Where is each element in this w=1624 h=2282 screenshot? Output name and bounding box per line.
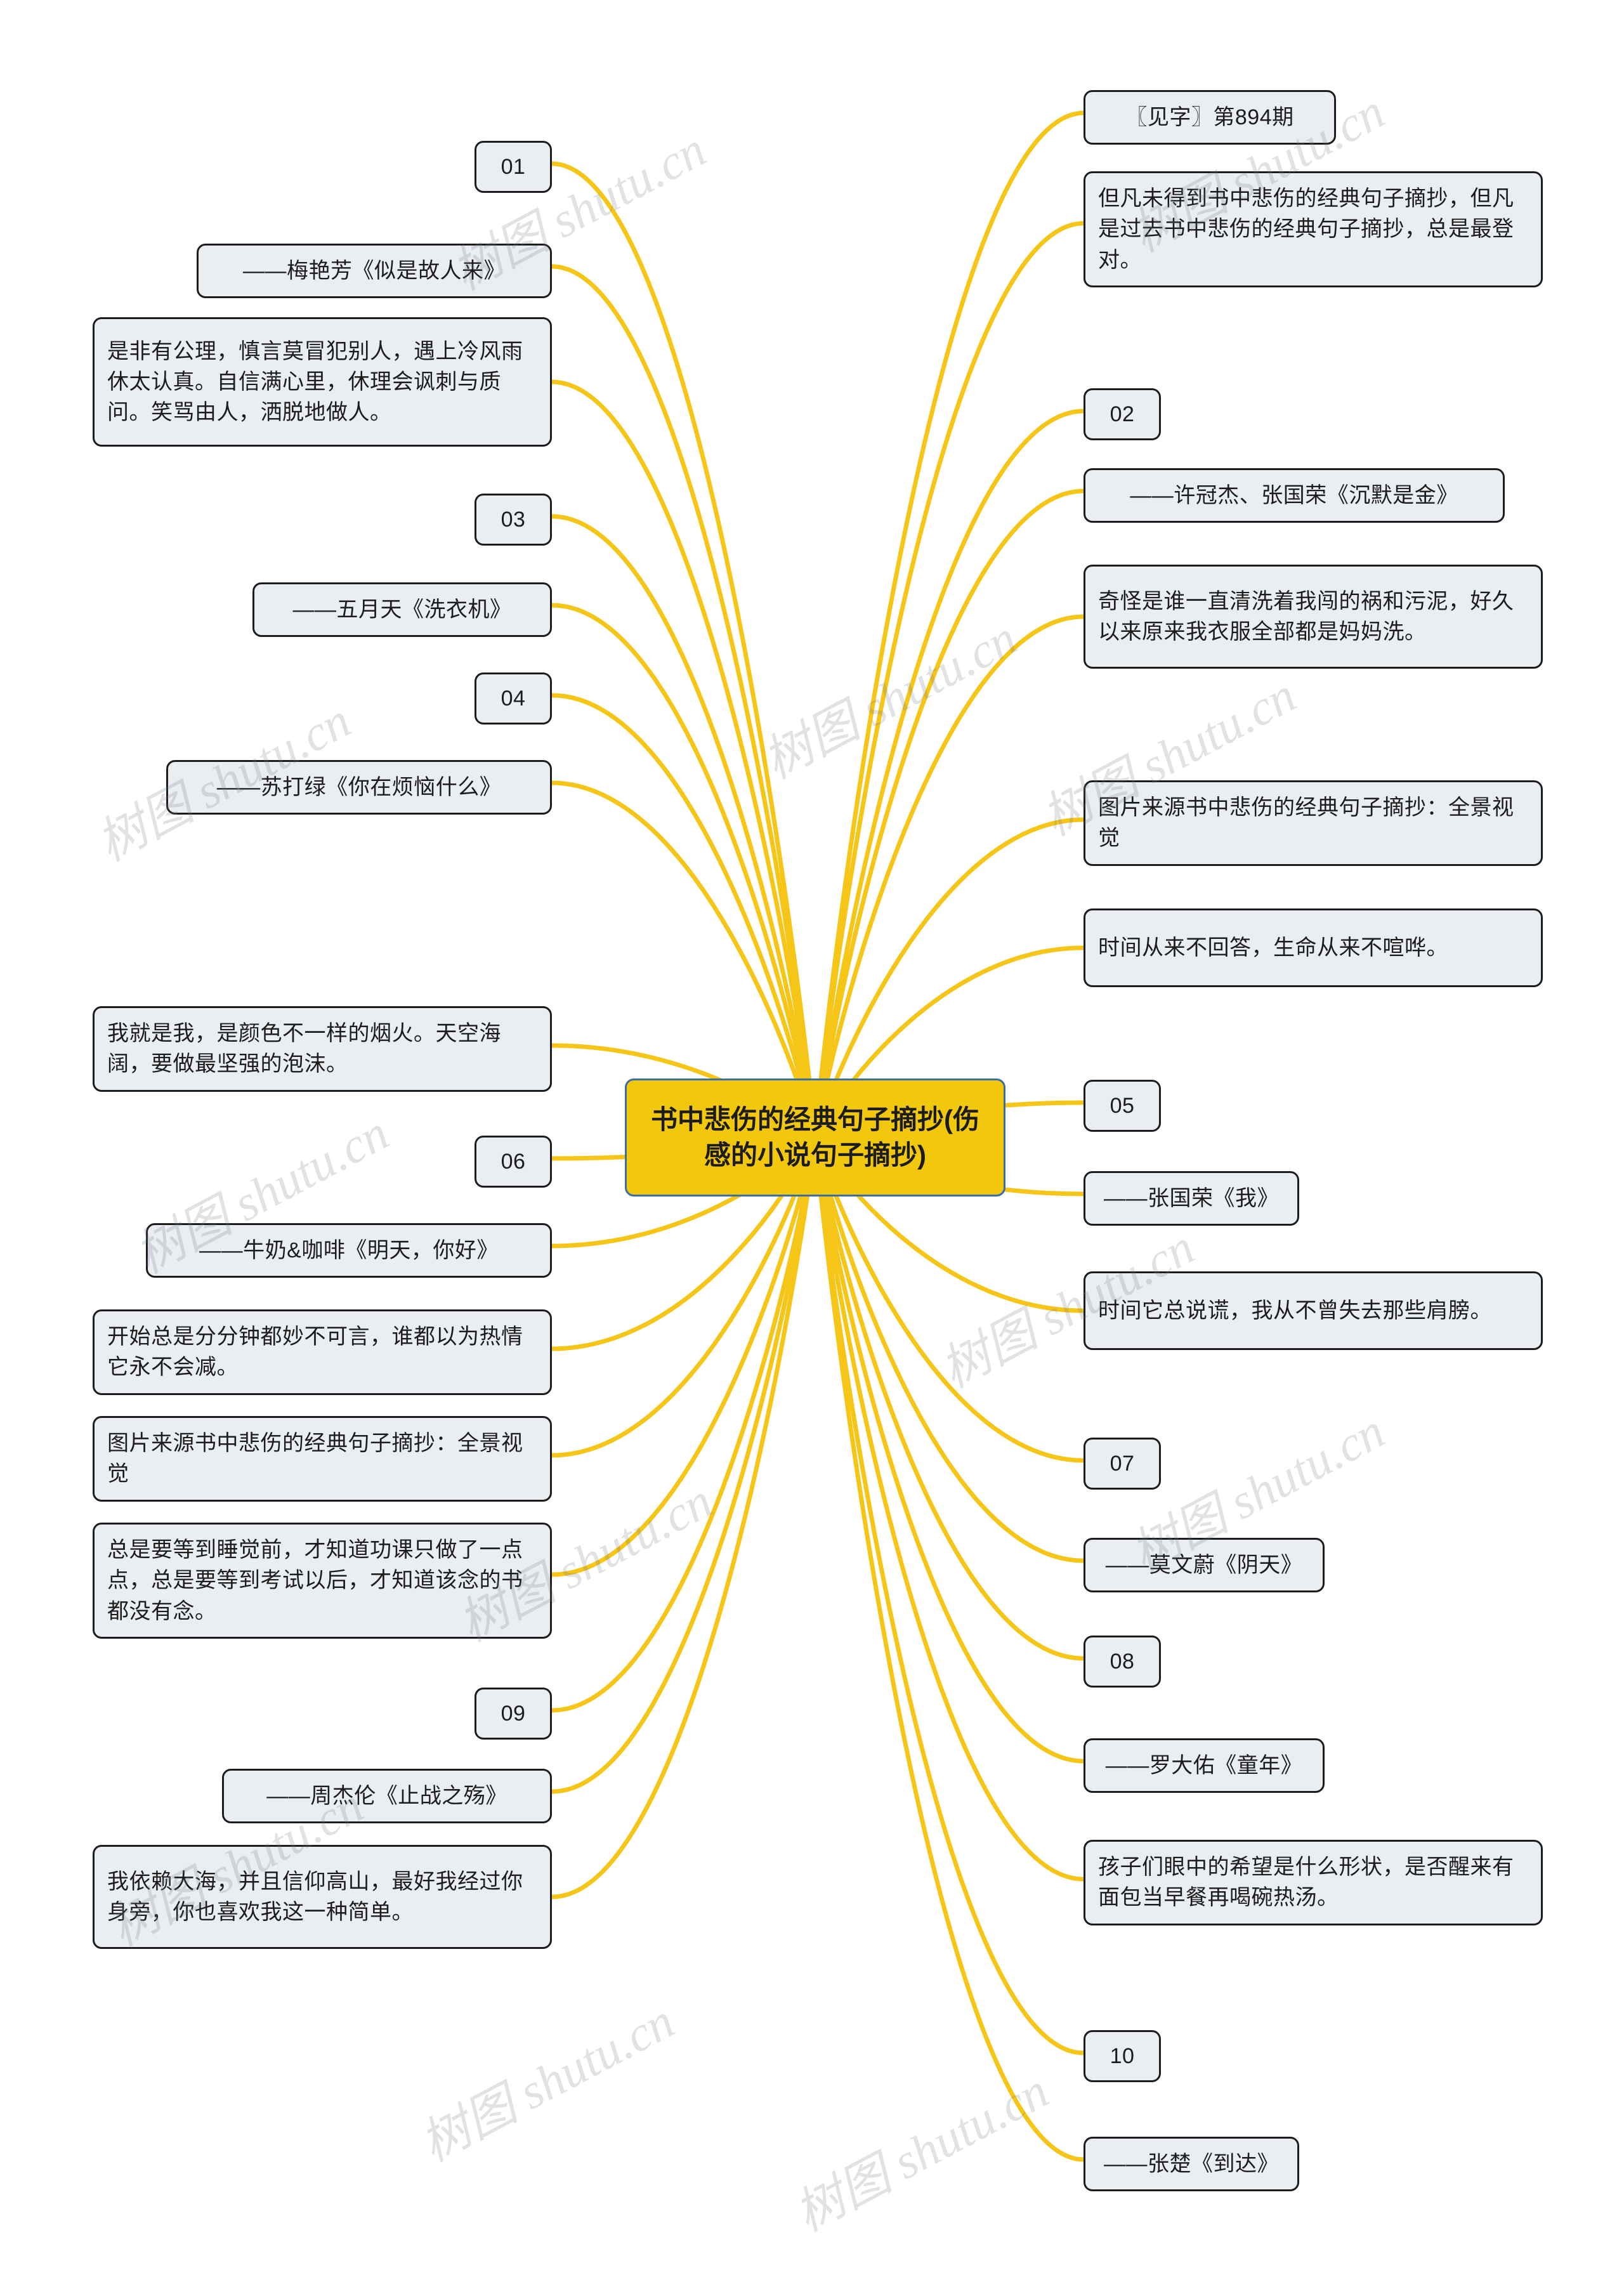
node-label: 09 — [501, 1702, 526, 1726]
node-label: ——苏打绿《你在烦恼什么》 — [216, 775, 502, 799]
quote-node[interactable]: 图片来源书中悲伤的经典句子摘抄：全景视觉 — [1084, 780, 1543, 866]
node-label: 开始总是分分钟都妙不可言，谁都以为热情它永不会减。 — [107, 1325, 523, 1380]
source-node[interactable]: 〖见字〗第894期 — [1084, 90, 1336, 145]
watermark: 树图 shutu.cn — [754, 610, 1026, 789]
source-node[interactable]: ——苏打绿《你在烦恼什么》 — [166, 760, 552, 815]
index-node[interactable]: 05 — [1084, 1080, 1161, 1132]
branch-link — [549, 693, 818, 1140]
branch-link — [813, 1135, 1086, 1882]
branch-link — [549, 379, 818, 1140]
source-node[interactable]: ——牛奶&咖啡《明天，你好》 — [146, 1223, 552, 1278]
quote-node[interactable]: 总是要等到睡觉前，才知道功课只做了一点点，总是要等到考试以后，才知道该念的书都没… — [93, 1523, 552, 1639]
node-label: 10 — [1110, 2044, 1135, 2068]
index-node[interactable]: 06 — [475, 1136, 552, 1188]
quote-node[interactable]: 开始总是分分钟都妙不可言，谁都以为热情它永不会减。 — [93, 1309, 552, 1395]
index-node[interactable]: 09 — [475, 1688, 552, 1740]
source-node[interactable]: ——张楚《到达》 — [1084, 2137, 1299, 2192]
node-label: ——莫文蔚《阴天》 — [1105, 1553, 1303, 1577]
branch-link — [549, 514, 818, 1140]
node-label: 总是要等到睡觉前，才知道功课只做了一点点，总是要等到考试以后，才知道该念的书都没… — [107, 1538, 523, 1623]
node-label: 04 — [501, 686, 526, 711]
branch-link — [813, 614, 1086, 1140]
node-label: ——五月天《洗衣机》 — [292, 598, 512, 622]
node-label: ——周杰伦《止战之殇》 — [266, 1784, 508, 1808]
watermark: 树图 shutu.cn — [411, 1993, 683, 2172]
source-node[interactable]: ——莫文蔚《阴天》 — [1084, 1538, 1325, 1593]
node-label: 图片来源书中悲伤的经典句子摘抄：全景视觉 — [107, 1431, 523, 1486]
node-label: ——张楚《到达》 — [1104, 2152, 1279, 2176]
index-node[interactable]: 07 — [1084, 1438, 1161, 1490]
center-topic-label: 书中悲伤的经典句子摘抄(伤感的小说句子摘抄) — [651, 1104, 979, 1170]
center-topic[interactable]: 书中悲伤的经典句子摘抄(伤感的小说句子摘抄) — [625, 1079, 1005, 1197]
branch-link — [549, 1135, 818, 1899]
branch-link — [549, 603, 818, 1140]
index-node[interactable]: 01 — [475, 141, 552, 193]
quote-node[interactable]: 时间从来不回答，生命从来不喧哗。 — [1084, 908, 1543, 987]
node-label: ——许冠杰、张国荣《沉默是金》 — [1130, 483, 1458, 508]
index-node[interactable]: 10 — [1084, 2030, 1161, 2083]
node-label: 06 — [501, 1150, 526, 1174]
quote-node[interactable]: 我依赖大海，并且信仰高山，最好我经过你身旁，你也喜欢我这一种简单。 — [93, 1845, 552, 1949]
branch-link — [813, 409, 1086, 1140]
watermark: 树图 shutu.cn — [785, 2062, 1058, 2242]
branch-link — [813, 110, 1086, 1140]
node-label: 是非有公理，慎言莫冒犯别人，遇上冷风雨休太认真。自信满心里，休理会讽刺与质问。笑… — [107, 339, 523, 425]
branch-link — [549, 1135, 818, 1713]
node-label: 我依赖大海，并且信仰高山，最好我经过你身旁，你也喜欢我这一种简单。 — [107, 1869, 523, 1924]
source-node[interactable]: ——周杰伦《止战之殇》 — [222, 1769, 552, 1824]
node-label: 05 — [1110, 1094, 1135, 1118]
node-label: 07 — [1110, 1452, 1135, 1476]
node-label: ——张国荣《我》 — [1104, 1186, 1279, 1210]
index-node[interactable]: 04 — [475, 672, 552, 725]
quote-node[interactable]: 奇怪是谁一直清洗着我闯的祸和污泥，好久以来原来我衣服全部都是妈妈洗。 — [1084, 565, 1543, 669]
source-node[interactable]: ——五月天《洗衣机》 — [252, 582, 552, 638]
branch-link — [813, 221, 1086, 1140]
source-node[interactable]: ——张国荣《我》 — [1084, 1171, 1299, 1226]
node-label: 奇怪是谁一直清洗着我闯的祸和污泥，好久以来原来我衣服全部都是妈妈洗。 — [1098, 589, 1514, 644]
node-label: 08 — [1110, 1649, 1135, 1674]
quote-node[interactable]: 图片来源书中悲伤的经典句子摘抄：全景视觉 — [93, 1416, 552, 1502]
index-node[interactable]: 08 — [1084, 1636, 1161, 1688]
node-label: ——梅艳芳《似是故人来》 — [243, 259, 506, 283]
node-label: 时间它总说谎，我从不曾失去那些肩膀。 — [1098, 1298, 1492, 1323]
branch-link — [549, 1135, 818, 1577]
branch-link — [813, 489, 1086, 1140]
node-label: 图片来源书中悲伤的经典句子摘抄：全景视觉 — [1098, 796, 1514, 851]
quote-node[interactable]: 但凡未得到书中悲伤的经典句子摘抄，但凡是过去书中悲伤的经典句子摘抄，总是最登对。 — [1084, 171, 1543, 287]
source-node[interactable]: ——罗大佑《童年》 — [1084, 1738, 1325, 1793]
source-node[interactable]: ——许冠杰、张国荣《沉默是金》 — [1084, 468, 1505, 523]
node-label: 03 — [501, 508, 526, 532]
node-label: 孩子们眼中的希望是什么形状，是否醒来有面包当早餐再喝碗热汤。 — [1098, 1855, 1514, 1910]
branch-link — [813, 1135, 1086, 1661]
node-label: 但凡未得到书中悲伤的经典句子摘抄，但凡是过去书中悲伤的经典句子摘抄，总是最登对。 — [1098, 187, 1514, 272]
branch-link — [813, 1135, 1086, 1764]
branch-link — [549, 264, 818, 1140]
index-node[interactable]: 02 — [1084, 388, 1161, 441]
quote-node[interactable]: 孩子们眼中的希望是什么形状，是否醒来有面包当早餐再喝碗热汤。 — [1084, 1840, 1543, 1925]
node-label: 我就是我，是颜色不一样的烟火。天空海阔，要做最坚强的泡沫。 — [107, 1021, 501, 1077]
branch-link — [813, 1135, 1086, 2162]
branch-link — [549, 1135, 818, 1794]
node-label: 时间从来不回答，生命从来不喧哗。 — [1098, 935, 1448, 960]
branch-link — [549, 161, 818, 1140]
branch-link — [813, 1135, 1086, 1563]
node-label: ——罗大佑《童年》 — [1105, 1754, 1303, 1778]
quote-node[interactable]: 我就是我，是颜色不一样的烟火。天空海阔，要做最坚强的泡沫。 — [93, 1006, 552, 1092]
node-label: ——牛奶&咖啡《明天，你好》 — [199, 1238, 499, 1262]
node-label: 02 — [1110, 402, 1135, 426]
branch-link — [813, 1135, 1086, 2056]
source-node[interactable]: ——梅艳芳《似是故人来》 — [197, 244, 552, 299]
index-node[interactable]: 03 — [475, 494, 552, 546]
quote-node[interactable]: 是非有公理，慎言莫冒犯别人，遇上冷风雨休太认真。自信满心里，休理会讽刺与质问。笑… — [93, 317, 552, 447]
node-label: 〖见字〗第894期 — [1125, 105, 1294, 129]
quote-node[interactable]: 时间它总说谎，我从不曾失去那些肩膀。 — [1084, 1271, 1543, 1350]
node-label: 01 — [501, 155, 526, 179]
